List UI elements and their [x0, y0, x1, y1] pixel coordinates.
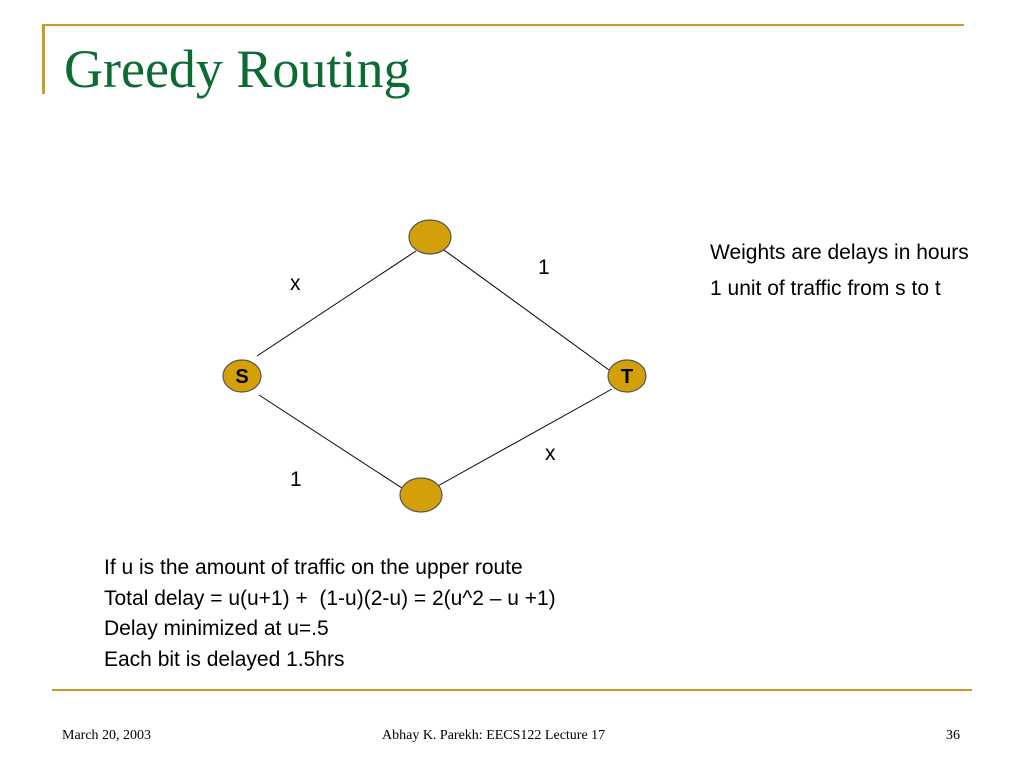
footer-title: Abhay K. Parekh: EECS122 Lecture 17: [382, 728, 606, 743]
slide-title: Greedy Routing: [64, 39, 411, 99]
note-item: 1 unit of traffic from s to t: [710, 277, 941, 300]
edge-bottom-t-label: x: [545, 442, 556, 465]
node-top: [408, 219, 452, 255]
top-rule: [42, 24, 964, 26]
node-t: [607, 359, 647, 393]
node-s: [222, 359, 262, 393]
edge-top-t-label: 1: [538, 256, 550, 279]
explanation-line: If u is the amount of traffic on the upp…: [104, 556, 523, 579]
edge-s-top: [256, 250, 417, 357]
explanation-line: Each bit is delayed 1.5hrs: [104, 647, 345, 671]
title-accent-bar: [42, 26, 45, 94]
edge-s-bottom: [258, 394, 406, 491]
edge-s-top-label: x: [290, 272, 301, 295]
footer-date: March 20, 2003: [62, 728, 152, 743]
note-item: Weights are delays in hours: [710, 241, 969, 264]
explanation-line: Delay minimized at u=.5: [104, 617, 329, 640]
explanation-line: Total delay = u(u+1) + (1-u)(2-u) = 2(u^…: [104, 586, 556, 610]
node-s-label: S: [235, 366, 248, 388]
edge-bottom-t: [435, 388, 613, 488]
explanation-text: If u is the amount of traffic on the upp…: [104, 553, 556, 675]
edge-s-bottom-label: 1: [290, 468, 302, 491]
node-bottom: [399, 477, 443, 513]
edge-top-t: [443, 249, 610, 371]
page-number: 36: [946, 728, 960, 743]
notes-list: Weights are delays in hours 1 unit of tr…: [710, 238, 970, 310]
node-t-label: T: [621, 366, 633, 388]
footer-rule: [52, 689, 972, 691]
